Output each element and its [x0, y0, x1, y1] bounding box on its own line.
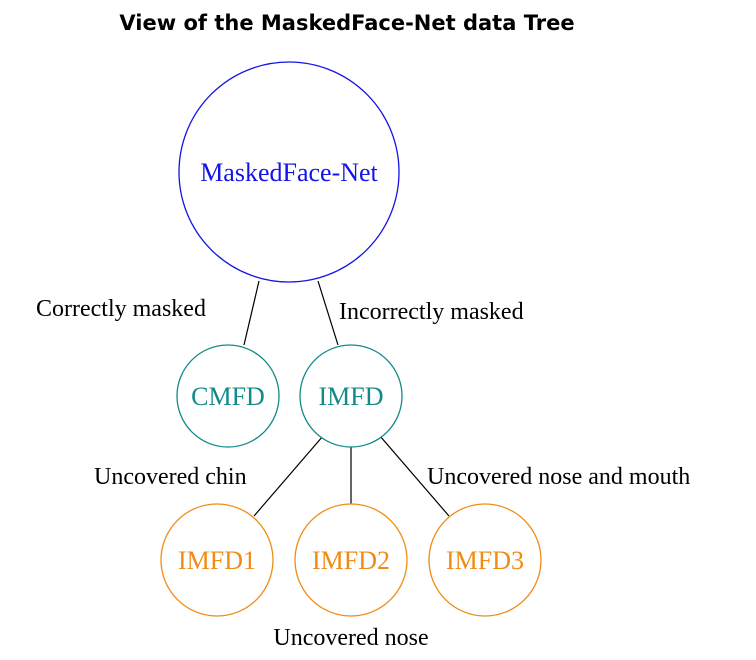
edge-label-uncovered-nose-and-mouth: Uncovered nose and mouth — [427, 464, 690, 490]
node-cmfd: CMFD — [176, 344, 280, 448]
edge-label-correctly-masked: Correctly masked — [36, 296, 206, 322]
node-imfd1-circle — [160, 503, 274, 617]
node-imfd2-label: IMFD2 — [312, 546, 390, 575]
node-imfd3-label: IMFD3 — [446, 546, 524, 575]
node-root-circle — [178, 61, 400, 283]
diagram-title: View of the MaskedFace-Net data Tree — [119, 11, 574, 35]
node-imfd-label: IMFD — [318, 382, 383, 411]
edge-label-uncovered-chin: Uncovered chin — [94, 464, 247, 490]
node-cmfd-label: CMFD — [191, 382, 265, 411]
node-cmfd-circle — [176, 344, 280, 448]
node-imfd1-label: IMFD1 — [178, 546, 256, 575]
edge-imfd-imfd1 — [253, 435, 324, 517]
node-root-label: MaskedFace-Net — [200, 158, 378, 187]
node-imfd2-circle — [294, 503, 408, 617]
node-imfd-circle — [299, 344, 403, 448]
node-imfd2: IMFD2 — [294, 503, 408, 617]
edge-root-imfd — [317, 280, 339, 346]
node-imfd: IMFD — [299, 344, 403, 448]
edge-root-cmfd — [243, 280, 260, 346]
node-root: MaskedFace-Net — [178, 61, 400, 283]
edge-label-uncovered-nose: Uncovered nose — [273, 625, 428, 651]
edge-label-incorrectly-masked: Incorrectly masked — [339, 299, 524, 325]
node-imfd3-circle — [428, 503, 542, 617]
node-imfd3: IMFD3 — [428, 503, 542, 617]
edge-imfd-imfd3 — [379, 435, 450, 517]
node-imfd1: IMFD1 — [160, 503, 274, 617]
